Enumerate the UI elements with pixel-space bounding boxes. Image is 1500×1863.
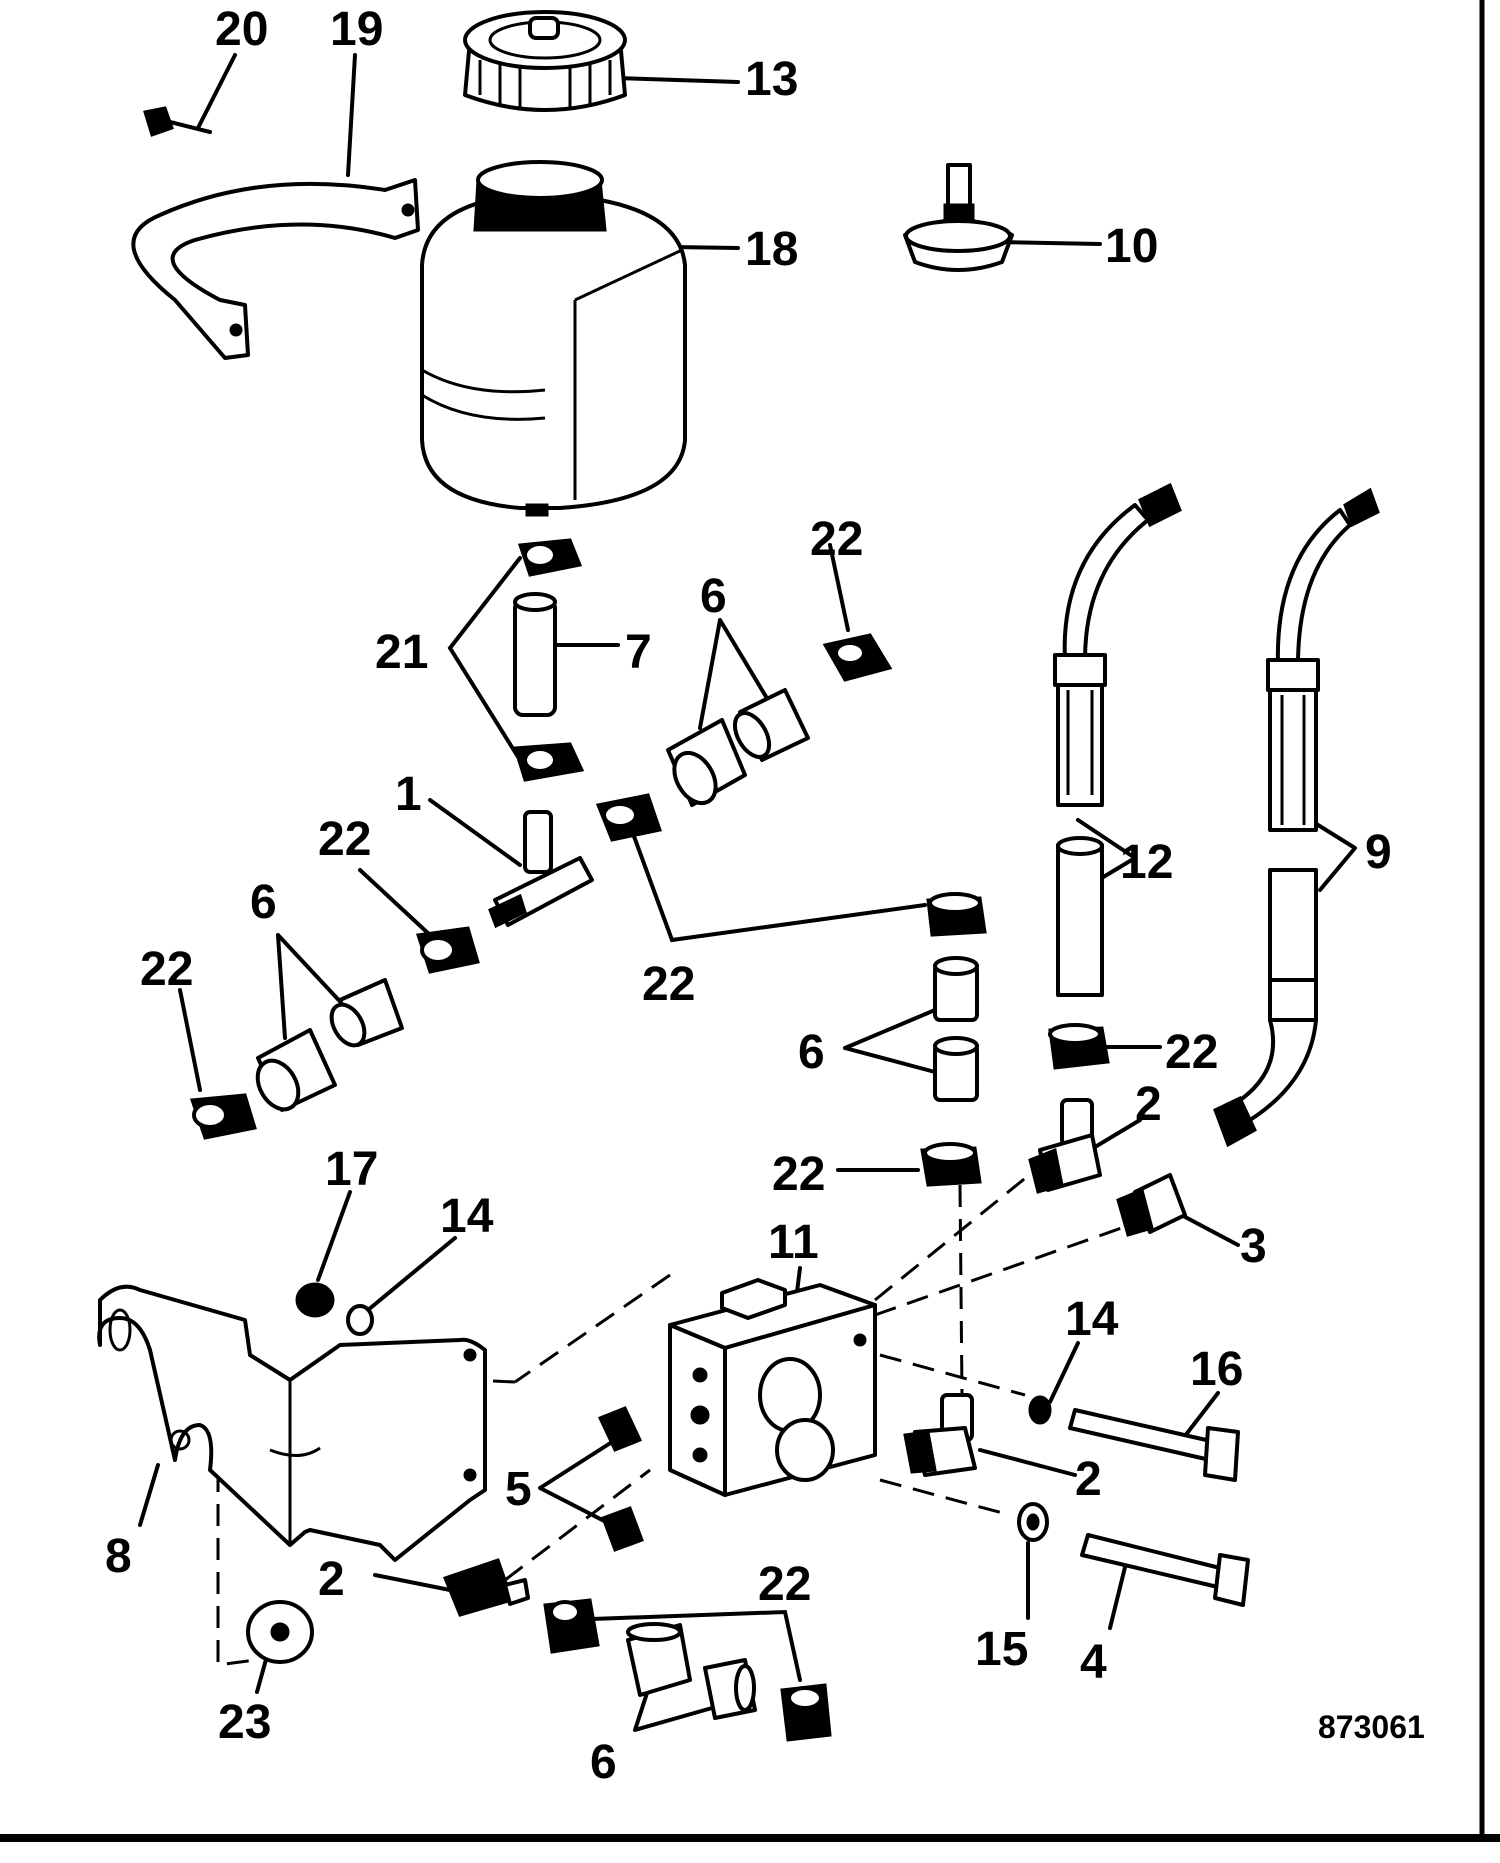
- short-hose: [513, 592, 557, 717]
- hose-section-right-b: [933, 1036, 979, 1102]
- callout-16: 16: [1190, 1343, 1243, 1396]
- hose-clamp-bottom-left: [543, 1598, 600, 1654]
- callout-6-left: 6: [250, 876, 277, 929]
- callout-2-left: 2: [318, 1553, 345, 1606]
- callout-5: 5: [505, 1463, 532, 1516]
- rubber-grommet: [246, 1600, 314, 1664]
- valve-block: [668, 1278, 877, 1497]
- strap-screw: [143, 106, 212, 137]
- callout-23: 23: [218, 1696, 271, 1749]
- callout-22-lower-center: 22: [772, 1148, 825, 1201]
- hose-clamp-bottom-right: [780, 1683, 832, 1742]
- elbow-fitting-right: [903, 1393, 977, 1477]
- hose-clamp-far-left: [189, 1093, 257, 1140]
- callout-22-bottom: 22: [758, 1558, 811, 1611]
- callout-14-left: 14: [440, 1190, 494, 1243]
- callout-11: 11: [768, 1216, 819, 1269]
- hose-clamp-upper: [517, 538, 583, 577]
- callout-10: 10: [1105, 220, 1158, 273]
- callout-9: 9: [1365, 826, 1392, 879]
- fluid-reservoir: [420, 160, 687, 517]
- callout-labels: 20 19 13 18 10 22 6 21 7 1 22 12 9 6 22 …: [105, 3, 1425, 1789]
- hose-section-left-a: [255, 1028, 337, 1112]
- callout-6-bottom: 6: [590, 1736, 617, 1789]
- callout-20: 20: [215, 3, 268, 56]
- hose-clamp-right-lower: [920, 1142, 982, 1187]
- reservoir-cap: [463, 10, 627, 112]
- callout-22-center: 22: [642, 958, 695, 1011]
- valve-plug-upper: [597, 1406, 643, 1452]
- callout-18: 18: [745, 223, 798, 276]
- bracket-nut: [295, 1282, 335, 1318]
- figure-number: 873061: [1318, 1709, 1425, 1745]
- callout-15: 15: [975, 1623, 1028, 1676]
- callout-14-right: 14: [1065, 1293, 1119, 1346]
- callout-2-upper: 2: [1135, 1078, 1162, 1131]
- hose-section-left-b: [329, 978, 404, 1048]
- straight-fitting: [1116, 1173, 1187, 1237]
- callout-21: 21: [375, 626, 428, 679]
- hose-section-right-a: [933, 956, 979, 1022]
- callout-8: 8: [105, 1530, 132, 1583]
- fitting-left: [443, 1558, 530, 1617]
- leader-lines: [138, 53, 1357, 1732]
- valve-plug-lower: [601, 1506, 644, 1552]
- hose-section-bottom-a: [626, 1622, 692, 1697]
- callout-17: 17: [325, 1143, 378, 1196]
- hose-clamp-center: [595, 793, 662, 842]
- callout-1: 1: [395, 768, 422, 821]
- callout-13: 13: [745, 53, 798, 106]
- tee-fitting: [488, 810, 594, 929]
- reservoir-strap: [131, 178, 420, 360]
- callout-3: 3: [1240, 1220, 1267, 1273]
- hose-clamp-right-mid: [1048, 1023, 1110, 1070]
- hose-clamp-top-right: [822, 633, 893, 682]
- callout-4: 4: [1080, 1636, 1107, 1689]
- hose-section-bottom-b: [703, 1658, 757, 1720]
- flat-washer: [1017, 1502, 1049, 1542]
- elbow-fitting-upper: [1028, 1098, 1102, 1194]
- callout-6-upper: 6: [700, 570, 727, 623]
- hose-section-upper-b: [732, 688, 810, 762]
- callout-19: 19: [330, 3, 383, 56]
- callout-22-far-left: 22: [140, 943, 193, 996]
- hose-section-upper-a: [666, 718, 747, 807]
- mounting-bolt-upper: [1068, 1408, 1240, 1482]
- callout-12: 12: [1120, 836, 1173, 889]
- hose-clamp-right-upper: [926, 892, 987, 937]
- washer-left: [346, 1304, 374, 1336]
- washer-right: [1028, 1395, 1052, 1425]
- callout-6-right: 6: [798, 1026, 825, 1079]
- callout-7: 7: [625, 626, 652, 679]
- callout-22-top-right: 22: [810, 513, 863, 566]
- return-hose-assembly: [1213, 487, 1380, 1148]
- callout-2-right: 2: [1075, 1453, 1102, 1506]
- pressure-hose-assembly: [1053, 482, 1182, 997]
- mounting-bolt-lower: [1080, 1533, 1250, 1607]
- callout-22-mid-left: 22: [318, 813, 371, 866]
- callout-22-right: 22: [1165, 1026, 1218, 1079]
- mounting-bracket: [97, 1284, 487, 1562]
- vent-fitting: [903, 163, 1014, 272]
- hose-clamp-mid-left: [416, 926, 480, 974]
- hose-clamp-lower: [513, 742, 585, 782]
